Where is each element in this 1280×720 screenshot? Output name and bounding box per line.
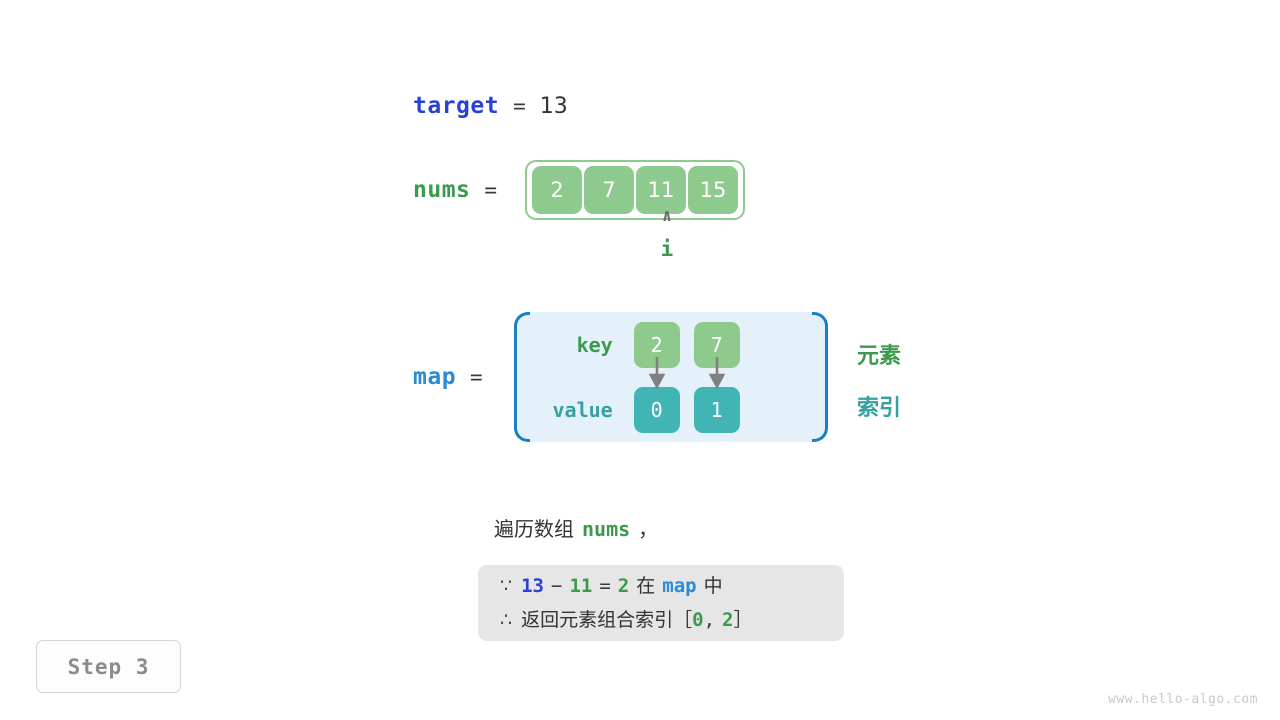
caption-prefix: 遍历数组: [494, 517, 574, 541]
note-map-ref: map: [662, 575, 697, 597]
nums-array-container: 2 7 11 15: [525, 160, 746, 220]
target-declaration: target = 13: [413, 93, 568, 119]
step-badge: Step 3: [36, 640, 181, 693]
target-variable-name: target: [413, 93, 500, 119]
nums-declaration: nums = 2 7 11 15: [413, 160, 746, 220]
map-bracket-left-icon: [513, 312, 530, 442]
note-result-c: 2: [617, 575, 630, 597]
note-return-comma: ,: [703, 609, 716, 631]
watermark: www.hello-algo.com: [1108, 692, 1258, 707]
note-bracket-open: ［: [673, 609, 693, 631]
note-return-text: 返回元素组合索引: [521, 609, 674, 631]
caption-suffix: ，: [638, 517, 659, 541]
note-line-2: ∴ 返回元素组合索引［0, 2］: [500, 605, 822, 635]
note-return-index-0: 0: [692, 609, 704, 631]
target-equals-sign: =: [513, 94, 526, 118]
map-value-label: value: [552, 397, 613, 422]
index-pointer: ∧ i: [650, 206, 684, 262]
legend-element-text: 元素: [857, 344, 902, 369]
note-operator-equals: =: [599, 575, 611, 597]
note-operand-a: 13: [521, 575, 544, 597]
legend-element: 元素: [857, 338, 901, 370]
caption-traverse: 遍历数组 nums ，: [494, 513, 658, 542]
legend-index-text: 索引: [857, 396, 902, 421]
note-operator-minus: −: [550, 575, 563, 597]
note-bracket-close: ］: [733, 609, 753, 631]
nums-variable-name: nums: [413, 177, 471, 203]
note-operand-b: 11: [569, 575, 593, 597]
map-value-cell-0: 0: [633, 386, 680, 433]
map-key-cell-1: 7: [693, 321, 740, 368]
map-declaration: map = key 2 7 value 0 1: [413, 312, 828, 442]
note-mid-text: 在: [636, 575, 656, 597]
nums-cell-0: 2: [532, 166, 583, 214]
note-because-symbol: ∵: [500, 575, 513, 597]
target-value: 13: [539, 93, 568, 119]
map-bracket-right-icon: [811, 312, 828, 442]
nums-cell-2: 11: [636, 166, 687, 214]
nums-cell-3: 15: [688, 166, 739, 214]
map-key-value-grid: key 2 7 value 0 1: [515, 312, 827, 442]
map-key-cell-0: 2: [633, 321, 680, 368]
pointer-caret-icon: ∧: [661, 206, 673, 226]
nums-cell-1: 7: [584, 166, 635, 214]
map-key-label: key: [576, 332, 613, 357]
note-therefore-symbol: ∴: [500, 609, 513, 631]
nums-equals-sign: =: [484, 178, 498, 202]
note-return-index-1: 2: [722, 609, 734, 631]
legend-index: 索引: [857, 390, 901, 422]
map-variable-name: map: [413, 364, 457, 390]
map-value-cell-1: 1: [693, 386, 740, 433]
caption-code-nums: nums: [582, 517, 631, 541]
pointer-label-i: i: [660, 237, 674, 261]
map-panel: key 2 7 value 0 1: [513, 312, 828, 442]
note-tail-text: 中: [703, 575, 723, 597]
map-equals-sign: =: [470, 365, 483, 389]
